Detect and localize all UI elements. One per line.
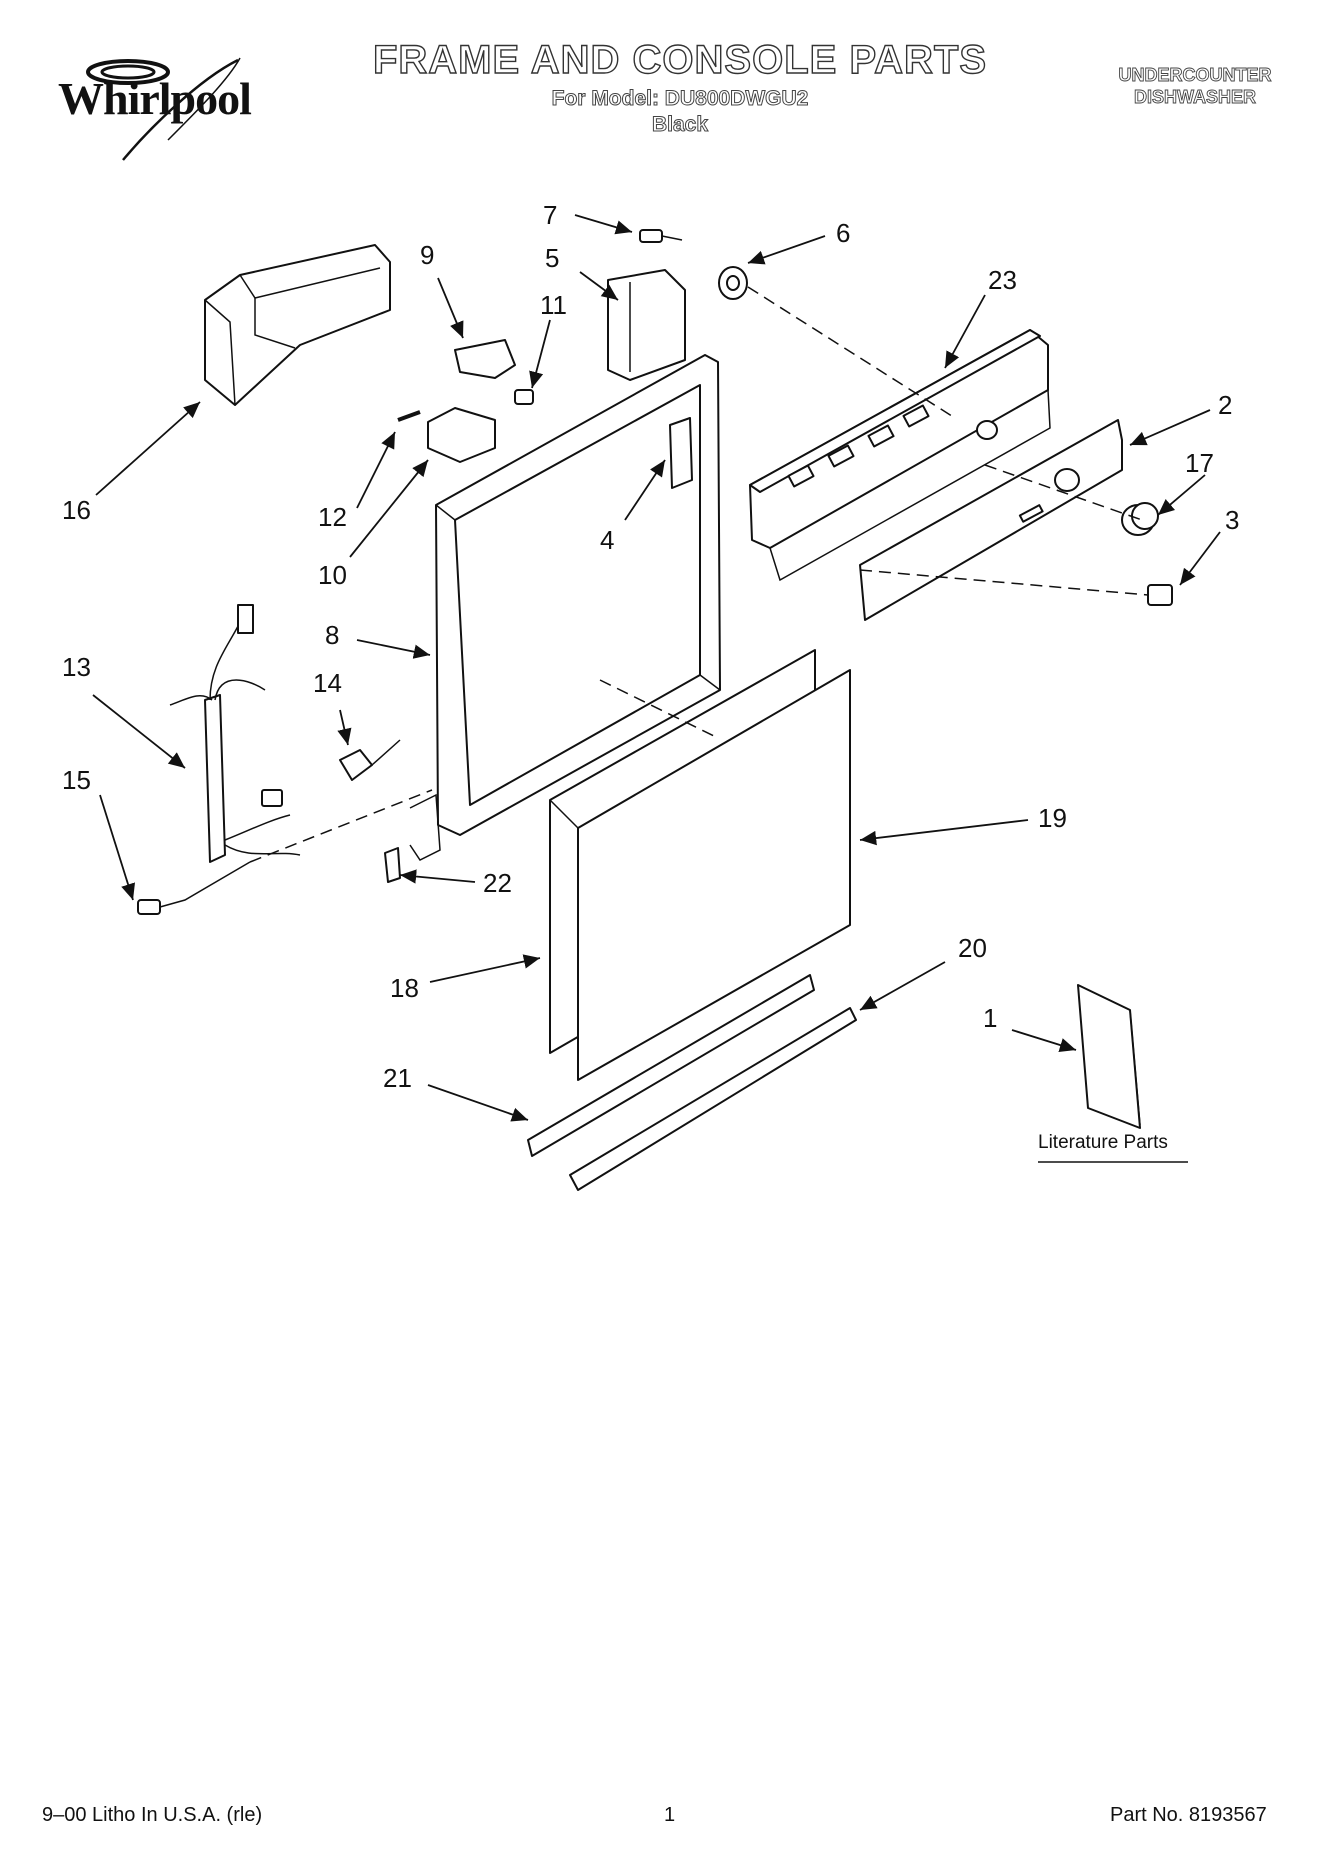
part-1-literature [1038, 984, 1188, 1163]
callout-3: 3 [1225, 505, 1240, 535]
color-line: Black [651, 113, 709, 137]
callout-5: 5 [545, 243, 560, 273]
part-12-pin [397, 410, 421, 422]
callout-9: 9 [420, 240, 435, 270]
part-11-clip [514, 389, 534, 405]
part-7-screw [639, 229, 683, 243]
callout-7: 7 [543, 200, 558, 230]
callout-16: 16 [62, 495, 91, 525]
page-title: FRAME AND CONSOLE PARTS [372, 37, 988, 82]
part-23-console [749, 329, 1051, 582]
appliance-line-1: UNDERCOUNTER [1118, 65, 1272, 86]
callout-1: 1 [983, 1003, 998, 1033]
footer-page-number: 1 [664, 1804, 676, 1826]
footer-part-number: Part No. 8193567 [1110, 1804, 1267, 1826]
part-9-latch [454, 339, 516, 379]
model-subtitle: For Model: DU800DWGU2 Black [440, 86, 920, 138]
whirlpool-logo-swirl-icon [86, 57, 241, 161]
part-5-switch [607, 269, 686, 381]
part-6-timer-dial [718, 266, 748, 300]
part-10-bracket [427, 407, 496, 463]
brand-logo-text: Whirlpool [58, 73, 252, 124]
callout-21: 21 [383, 1063, 412, 1093]
callout-20: 20 [958, 933, 987, 963]
appliance-type: UNDERCOUNTER DISHWASHER [1080, 64, 1310, 108]
callout-10: 10 [318, 560, 347, 590]
callout-4: 4 [600, 525, 615, 555]
part-21-trim [527, 974, 815, 1157]
part-15-screw [137, 861, 251, 915]
callout-18: 18 [390, 973, 419, 1003]
callout-15: 15 [62, 765, 91, 795]
part-8-frame [409, 354, 721, 861]
part-2-console-overlay [859, 419, 1123, 621]
appliance-line-2: DISHWASHER [1133, 87, 1257, 108]
model-line: For Model: DU800DWGU2 [551, 87, 809, 111]
part-16-cover [204, 244, 391, 406]
part-3-button [1147, 584, 1173, 606]
part-14-sensor [339, 739, 401, 781]
callout-14: 14 [313, 668, 342, 698]
footer-litho: 9–00 Litho In U.S.A. (rle) [42, 1804, 263, 1826]
callout-17: 17 [1185, 448, 1214, 478]
callout-23: 23 [988, 265, 1017, 295]
literature-parts-label: Literature Parts [1038, 1132, 1168, 1153]
callout-11: 11 [540, 290, 567, 320]
part-17-knob [1121, 502, 1159, 536]
callout-6: 6 [836, 218, 851, 248]
part-20-trim [569, 1007, 857, 1191]
callout-22: 22 [483, 868, 512, 898]
part-13-harness [169, 604, 301, 863]
part-19-door-panel [549, 669, 851, 1081]
callout-19: 19 [1038, 803, 1067, 833]
callout-13: 13 [62, 652, 91, 682]
callout-2: 2 [1218, 390, 1233, 420]
part-22-clip [384, 847, 401, 883]
part-4-hinge [669, 417, 693, 489]
callout-8: 8 [325, 620, 340, 650]
callout-12: 12 [318, 502, 347, 532]
